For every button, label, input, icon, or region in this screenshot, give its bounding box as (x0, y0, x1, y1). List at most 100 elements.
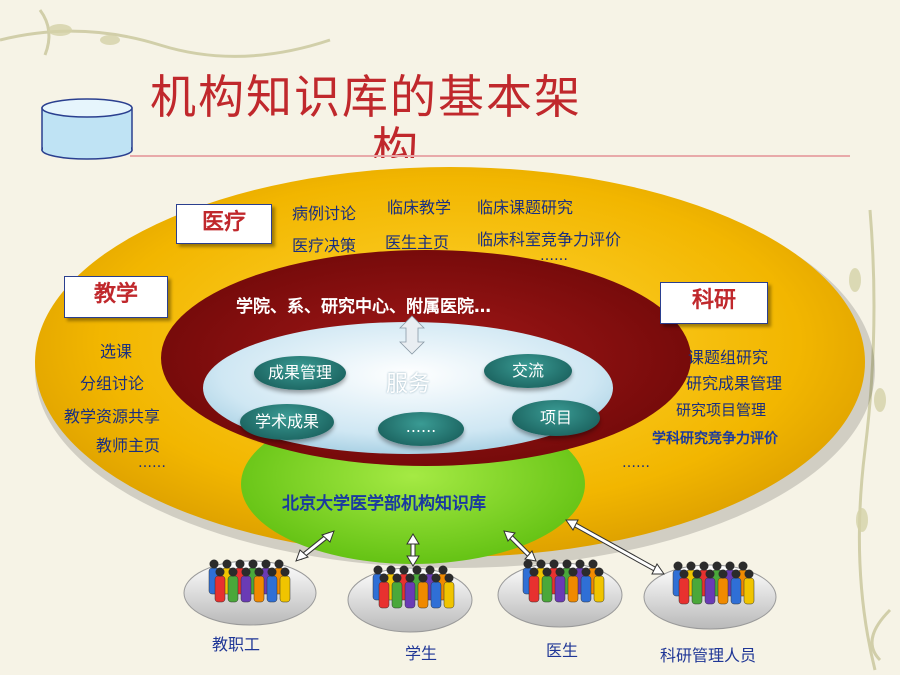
title-divider (130, 155, 850, 157)
research-item-results-management: 研究成果管理 (686, 374, 783, 393)
person-head (686, 561, 696, 571)
person-figure (279, 575, 291, 603)
people-group-doctor (522, 559, 605, 603)
research-box: 科研 (660, 282, 768, 324)
person-head (725, 561, 735, 571)
person-figure (567, 575, 579, 603)
person-head (228, 567, 238, 577)
person-head (744, 569, 754, 579)
person-head (261, 559, 271, 569)
service-label: 服务 (386, 372, 431, 397)
page-title-continuation: 构 (372, 122, 418, 158)
person-head (555, 567, 565, 577)
medical-item-clinical-teaching: 临床教学 (387, 198, 452, 217)
person-figure (541, 575, 553, 603)
person-figure (391, 581, 403, 609)
person-head (431, 573, 441, 583)
person-head (673, 561, 683, 571)
teaching-item-more: …… (138, 455, 166, 471)
person-head (523, 559, 533, 569)
person-figure (266, 575, 278, 603)
person-figure (678, 577, 690, 605)
pill-more: ...... (378, 412, 464, 446)
person-head (418, 573, 428, 583)
person-head (575, 559, 585, 569)
person-head (549, 559, 559, 569)
person-head (373, 565, 383, 575)
database-icon (41, 98, 133, 160)
person-head (542, 567, 552, 577)
person-head (679, 569, 689, 579)
people-group-student (372, 565, 455, 609)
research-item-project-management: 研究项目管理 (676, 401, 767, 419)
pill-academic-results: 学术成果 (240, 404, 334, 440)
person-head (274, 559, 284, 569)
page-title: 机构知识库的基本架 (150, 70, 582, 124)
person-head (235, 559, 245, 569)
person-head (241, 567, 251, 577)
medical-item-decision: 医疗决策 (292, 236, 357, 255)
teaching-item-teacher-homepage: 教师主页 (96, 436, 161, 455)
person-figure (528, 575, 540, 603)
pill-projects: 项目 (512, 400, 600, 436)
person-figure (691, 577, 703, 605)
teaching-item-course-selection: 选课 (100, 342, 133, 361)
person-head (692, 569, 702, 579)
person-head (280, 567, 290, 577)
person-figure (227, 575, 239, 603)
person-figure (704, 577, 716, 605)
person-head (222, 559, 232, 569)
institutions-label: 学院、系、研究中心、附属医院… (236, 297, 491, 317)
person-head (267, 567, 277, 577)
person-head (399, 565, 409, 575)
person-head (705, 569, 715, 579)
person-head (425, 565, 435, 575)
repository-label: 北京大学医学部机构知识库 (282, 494, 486, 514)
people-group-research-admin (672, 561, 755, 605)
research-item-more: …… (622, 455, 650, 471)
research-item-group-research: 课题组研究 (688, 348, 769, 367)
teaching-item-resource-sharing: 教学资源共享 (64, 407, 161, 426)
medical-item-more: …… (540, 248, 568, 264)
person-head (254, 567, 264, 577)
medical-item-department-evaluation: 临床科室竞争力评价 (477, 230, 622, 249)
user-label-student: 学生 (405, 644, 438, 663)
person-figure (593, 575, 605, 603)
person-figure (717, 577, 729, 605)
medical-item-case-discussion: 病例讨论 (292, 204, 357, 223)
user-label-staff: 教职工 (212, 635, 261, 654)
person-head (248, 559, 258, 569)
person-head (438, 565, 448, 575)
person-head (392, 573, 402, 583)
person-figure (214, 575, 226, 603)
vine-leaves (48, 24, 886, 532)
person-head (718, 569, 728, 579)
person-head (529, 567, 539, 577)
pill-results-management: 成果管理 (254, 356, 346, 390)
person-figure (554, 575, 566, 603)
medical-item-doctor-homepage: 医生主页 (385, 233, 450, 252)
person-head (444, 573, 454, 583)
person-head (209, 559, 219, 569)
person-figure (743, 577, 755, 605)
person-head (405, 573, 415, 583)
person-head (568, 567, 578, 577)
user-label-research-admin: 科研管理人员 (660, 646, 757, 665)
person-head (412, 565, 422, 575)
person-head (581, 567, 591, 577)
person-head (562, 559, 572, 569)
person-head (386, 565, 396, 575)
person-head (215, 567, 225, 577)
pill-exchange: 交流 (484, 354, 572, 388)
arrow-heads (295, 519, 665, 575)
person-head (379, 573, 389, 583)
person-figure (417, 581, 429, 609)
person-figure (430, 581, 442, 609)
person-figure (240, 575, 252, 603)
person-head (588, 559, 598, 569)
person-head (738, 561, 748, 571)
medical-box: 医疗 (176, 204, 272, 244)
person-figure (253, 575, 265, 603)
service-arrow (399, 315, 425, 355)
